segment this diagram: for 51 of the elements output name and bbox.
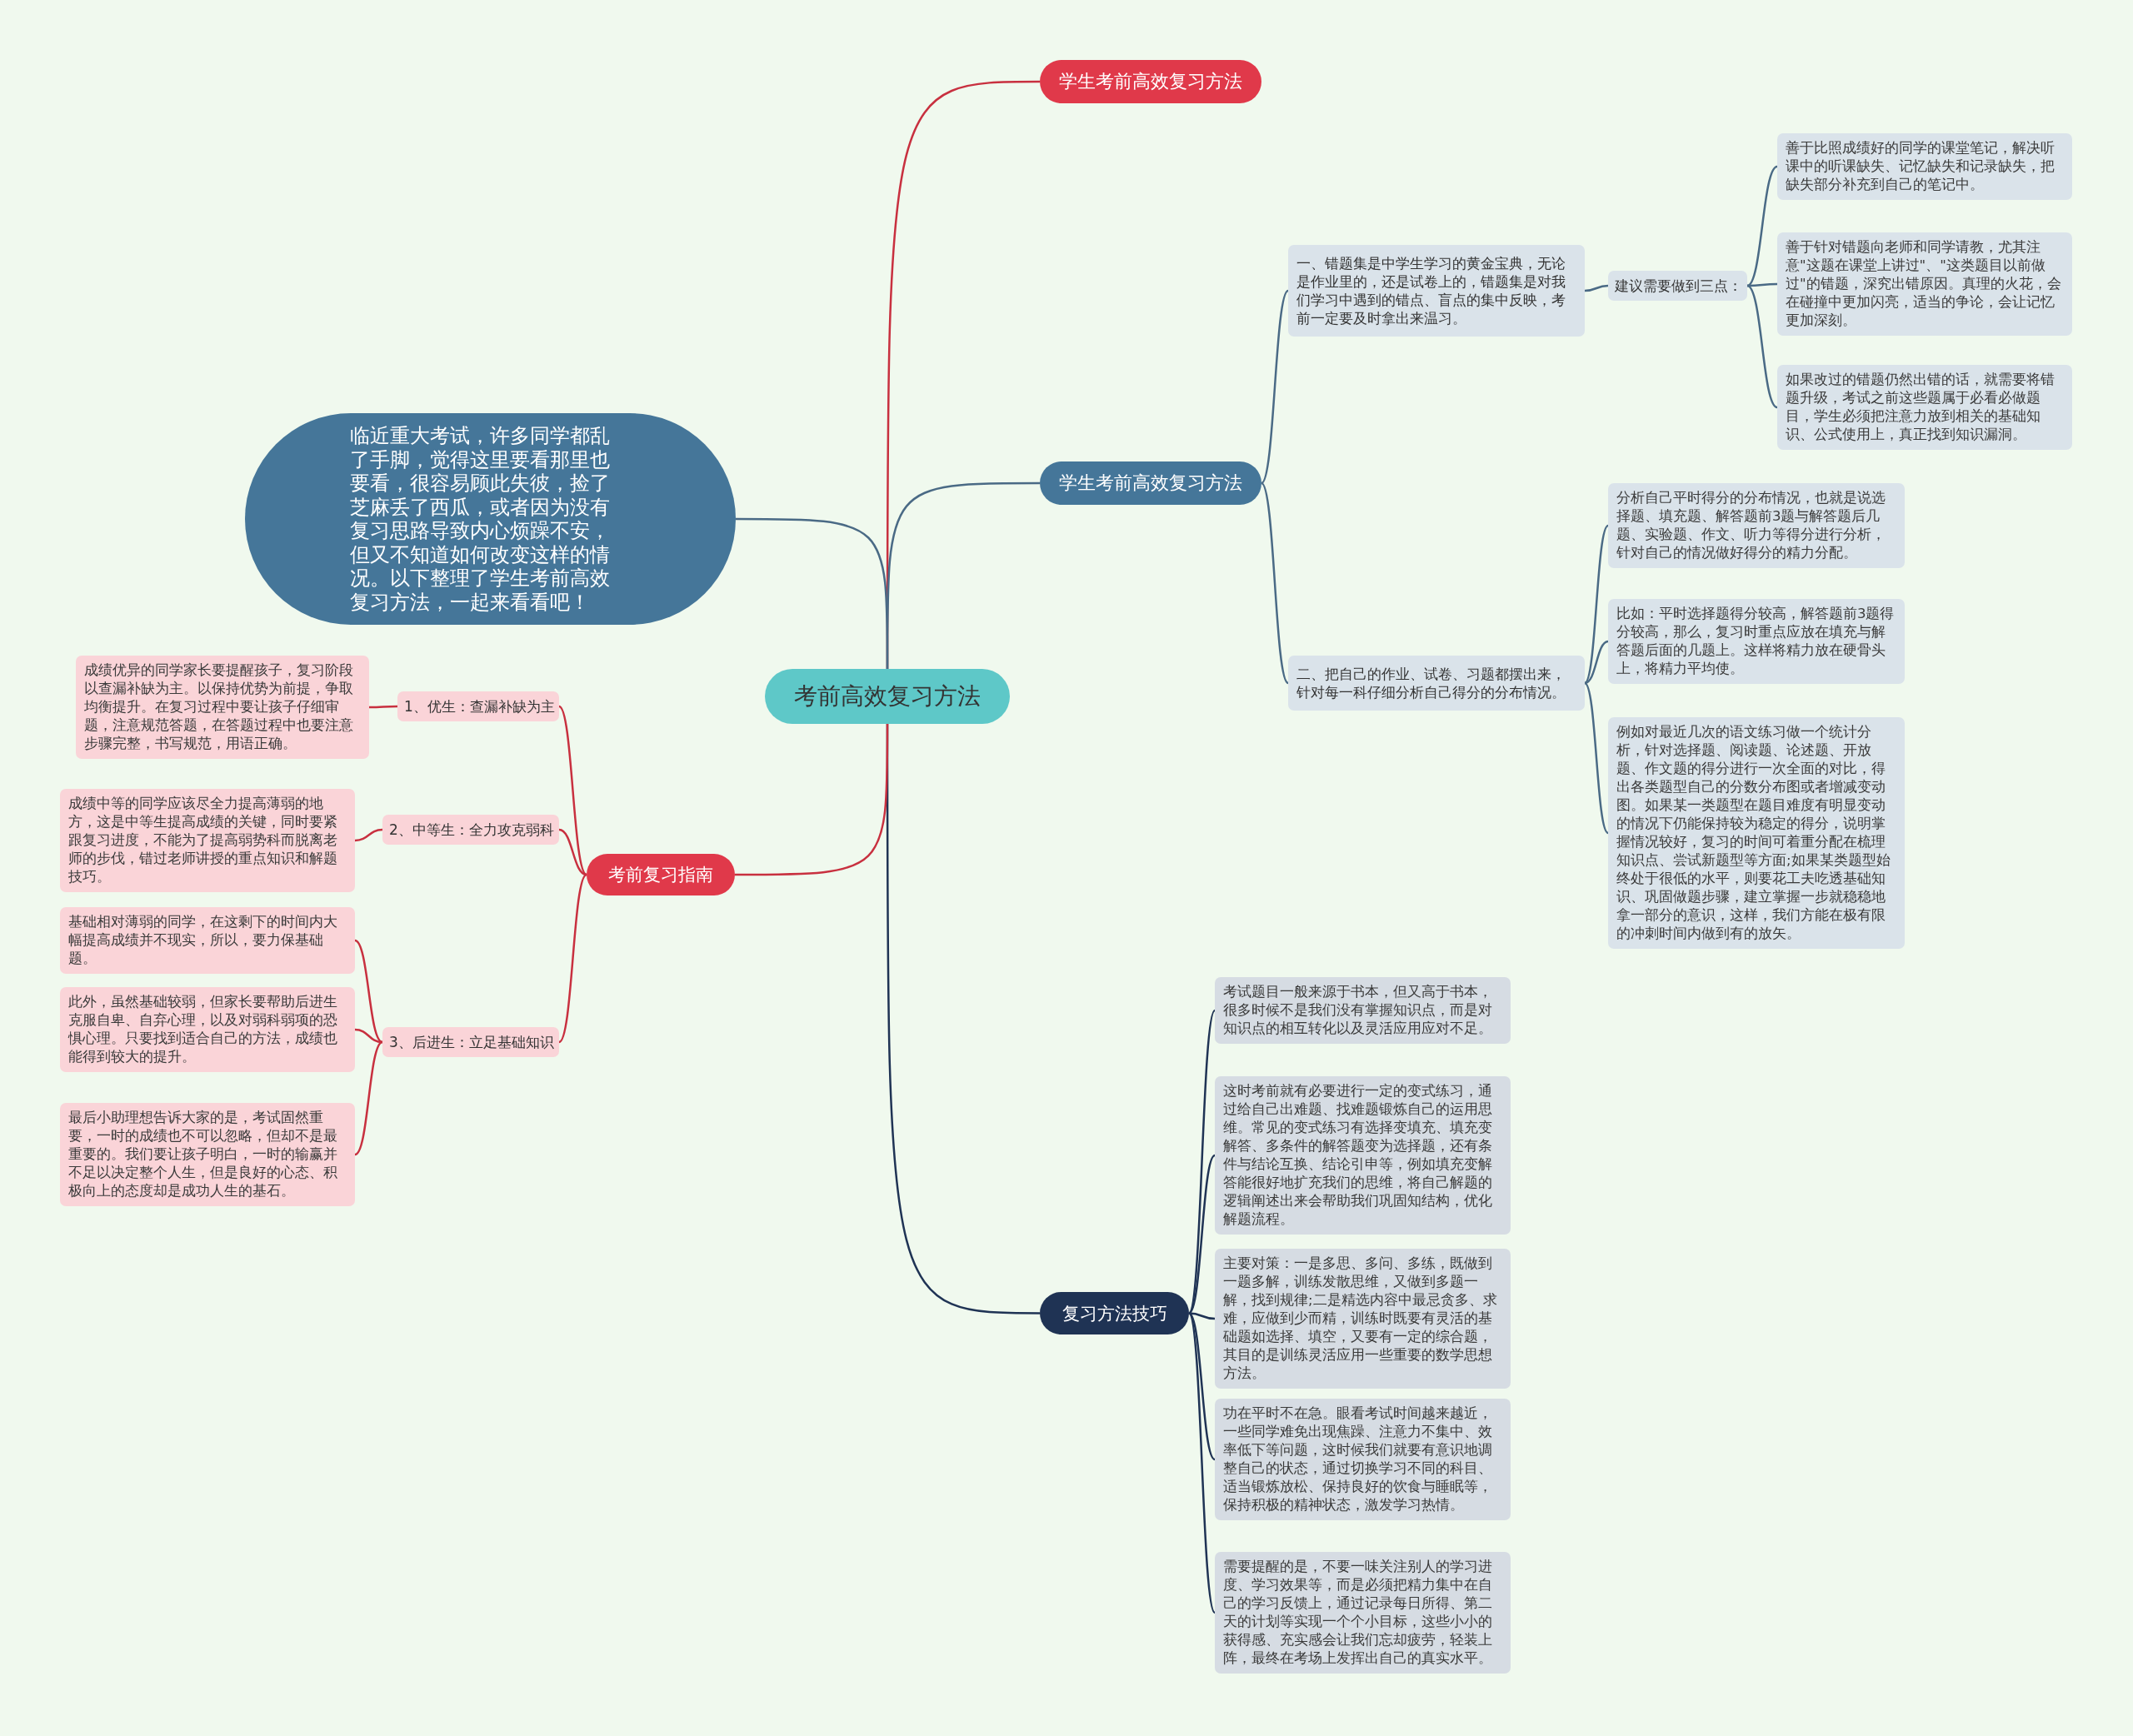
note-box: 考试题目一般来源于书本，但又高于书本，很多时候不是我们没有掌握知识点，而是对知识点的相互转化以及灵活应用应对不足。 xyxy=(1215,977,1511,1044)
branch-topic: 学生考前高效复习方法 xyxy=(1040,461,1261,505)
note-box: 例如对最近几次的语文练习做一个统计分析，针对选择题、阅读题、论述题、开放题、作文题的得分进行一次全面的对比，得出各类题型自己的分数分布图或者增减变动图。如果某一类题型在题目难度有明显变动的情况下仍能保持较为稳定的得分，说明掌握情况较好，复习的时间可着重分配在梳理知识点、尝试新题型等方面;如果某类题型始终处于很低的水平，则要花工夫吃透基础知识、巩固做题步骤，建立掌握一步就稳稳地拿一部分的意识，这样，我们方能在极有限的冲刺时间内做到有的放矢。 xyxy=(1608,717,1905,949)
note-box: 善于比照成绩好的同学的课堂笔记，解决听课中的听课缺失、记忆缺失和记录缺失，把缺失部分补充到自己的笔记中。 xyxy=(1777,133,2072,200)
note-box: 最后小助理想告诉大家的是，考试固然重要，一时的成绩也不可以忽略，但却不是最重要的。我们要让孩子明白，一时的输赢并不足以决定整个人生，但是良好的心态、积极向上的态度却是成功人生的基石。 xyxy=(60,1103,355,1206)
connector-line xyxy=(1261,482,1289,684)
note-box: 如果改过的错题仍然出错的话，就需要将错题升级，考试之前这些题属于必看必做题目，学生必须把注意力放到相关的基础知识、公式使用上，真正找到知识漏洞。 xyxy=(1777,365,2072,450)
note-box: 此外，虽然基础较弱，但家长要帮助后进生克服自卑、自弃心理，以及对弱科弱项的恐惧心理。只要找到适合自己的方法，成绩也能得到较大的提升。 xyxy=(60,987,355,1072)
connector-line xyxy=(354,1028,383,1044)
connector-line xyxy=(1746,284,1778,409)
connector-line xyxy=(736,517,889,669)
note-box: 主要对策：一是多思、多问、多练，既做到一题多解，训练发散思维，又做到多题一解，找到规律;二是精选内容中最忌贪多、求难，应做到少而精，训练时既要有灵活的基础题如选择、填空，又要有一定的综合题，其目的是训练灵活应用一些重要的数学思想方法。 xyxy=(1215,1249,1511,1389)
note-box: 一、错题集是中学生学习的黄金宝典，无论是作业里的，还是试卷上的，错题集是对我们学习中遇到的错点、盲点的集中反映，考前一定要及时拿出来温习。 xyxy=(1288,245,1585,337)
connector-line xyxy=(1584,525,1609,684)
subtopic-box: 建议需要做到三点： xyxy=(1608,271,1747,301)
connector-line xyxy=(1747,282,1777,287)
connector-line xyxy=(1188,1155,1216,1314)
note-box: 需要提醒的是，不要一味关注别人的学习进度、学习效果等，而是必须把精力集中在自己的学习反馈上，通过记录每日所得、第二天的计划等实现一个个小目标，这些小小的获得感、充实感会让我们忘却疲劳，轻装上阵，最终在考场上发挥出自己的真实水平。 xyxy=(1215,1552,1511,1674)
note-box: 这时考前就有必要进行一定的变式练习，通过给自己出难题、找难题锻炼自己的运用思维。常见的变式练习有选择变填充、填充变解答、多条件的解答题变为选择题，还有条件与结论互换、结论引申等，例如填充变解答能很好地扩充我们的思维，将自己解题的逻辑阐述出来会帮助我们巩固知结构，优化解题流程。 xyxy=(1215,1076,1511,1235)
central-topic: 考前高效复习方法 xyxy=(765,669,1010,724)
connector-line xyxy=(1188,1312,1216,1320)
connector-line xyxy=(1584,284,1609,292)
connector-line xyxy=(558,828,587,876)
branch-topic: 考前复习指南 xyxy=(587,854,735,895)
connector-line xyxy=(354,828,383,842)
note-box: 成绩中等的同学应该尽全力提高薄弱的地方，这是中等生提高成绩的关键，同时要紧跟复习进度，不能为了提高弱势科而脱离老师的步伐，错过老师讲授的重点知识和解题技巧。 xyxy=(60,789,355,892)
connector-line xyxy=(1584,640,1609,685)
note-box: 善于针对错题向老师和同学请教，尤其注意"这题在课堂上讲过"、"这类题目以前做过"的错题，深究出错原因。真理的火花，会在碰撞中更加闪亮，适当的争论，会让记忆更加深刻。 xyxy=(1777,232,2072,336)
note-box: 功在平时不在急。眼看考试时间越来越近，一些同学难免出现焦躁、注意力不集中、效率低下等问题，这时候我们就要有意识地调整自己的状态，通过切换学习不同的科目、适当锻炼放松、保持良好的饮食与睡眠等，保持积极的精神状态，激发学习热情。 xyxy=(1215,1399,1511,1520)
subtopic-box: 2、中等生：全力攻克弱科 xyxy=(382,815,559,845)
connector-line xyxy=(1188,1312,1216,1460)
intro-bubble: 临近重大考试，许多同学都乱了手脚，觉得这里要看那里也要看，很容易顾此失彼，捡了芝麻丢了西瓜，或者因为没有复习思路导致内心烦躁不安，但又不知道如何改变这样的情况。以下整理了学生考前高效复习方法，一起来看看吧！ xyxy=(245,413,736,625)
note-box: 分析自己平时得分的分布情况，也就是说选择题、填充题、解答题前3题与解答题后几题、实验题、作文、听力等得分进行分析，针对自己的情况做好得分的精力分配。 xyxy=(1608,483,1905,568)
connector-line xyxy=(1584,682,1609,834)
connector-line xyxy=(1261,290,1289,484)
connector-line xyxy=(354,939,383,1044)
connector-line xyxy=(735,724,889,876)
branch-topic: 学生考前高效复习方法 xyxy=(1040,60,1261,103)
branch-topic: 复习方法技巧 xyxy=(1040,1292,1189,1334)
connector-line xyxy=(1746,165,1778,287)
connector-line xyxy=(558,706,587,875)
connector-line xyxy=(369,705,397,709)
note-box: 二、把自己的作业、试卷、习题都摆出来，针对每一科仔细分析自己得分的分布情况。 xyxy=(1288,656,1585,711)
connector-line xyxy=(1187,1312,1216,1614)
subtopic-box: 3、后进生：立足基础知识 xyxy=(382,1027,559,1057)
note-box: 比如：平时选择题得分较高，解答题前3题得分较高，那么，复习时重点应放在填充与解答题后面的几题上。这样将精力放在硬骨头上，将精力平均使。 xyxy=(1608,599,1905,684)
note-box: 基础相对薄弱的同学，在这剩下的时间内大幅提高成绩并不现实，所以，要力保基础题。 xyxy=(60,907,355,974)
subtopic-box: 1、优生：查漏补缺为主 xyxy=(397,691,559,721)
connector-line xyxy=(558,874,587,1043)
note-box: 成绩优异的同学家长要提醒孩子，复习阶段以查漏补缺为主。以保持优势为前提，争取均衡提升。在复习过程中要让孩子仔细审题，注意规范答题，在答题过程中也要注意步骤完整，书写规范，用语正确。 xyxy=(76,656,369,759)
connector-line xyxy=(354,1040,383,1156)
